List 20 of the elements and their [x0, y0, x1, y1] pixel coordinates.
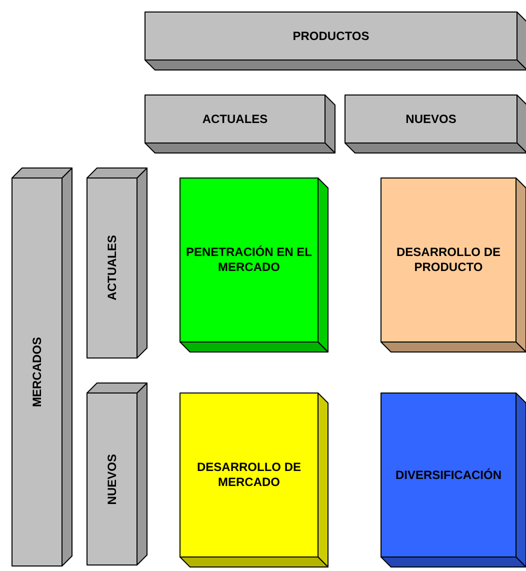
box-label: DIVERSIFICACIÓN [395, 468, 502, 482]
strategy-box [381, 178, 526, 352]
box-label: PRODUCTOS [292, 28, 370, 44]
strategy-box [180, 178, 328, 352]
box-label: DESARROLLO DE MERCADO [196, 460, 302, 490]
header-box [345, 95, 526, 153]
box-label: PENETRACIÓN EN EL MERCADO [184, 245, 313, 275]
box-label: ACTUALES [104, 235, 120, 301]
strategy-box [381, 393, 526, 567]
header-box [12, 168, 72, 566]
header-box [87, 168, 147, 358]
box-label: NUEVOS [104, 454, 120, 504]
box-label: NUEVOS [406, 112, 456, 126]
box-label: ACTUALES [202, 112, 268, 126]
header-box [87, 383, 147, 565]
box-label: MERCADOS [30, 336, 44, 407]
header-box [145, 95, 335, 153]
box-label: DESARROLLO DE PRODUCTO [395, 245, 502, 275]
strategy-box [180, 393, 328, 567]
header-box [145, 12, 526, 70]
